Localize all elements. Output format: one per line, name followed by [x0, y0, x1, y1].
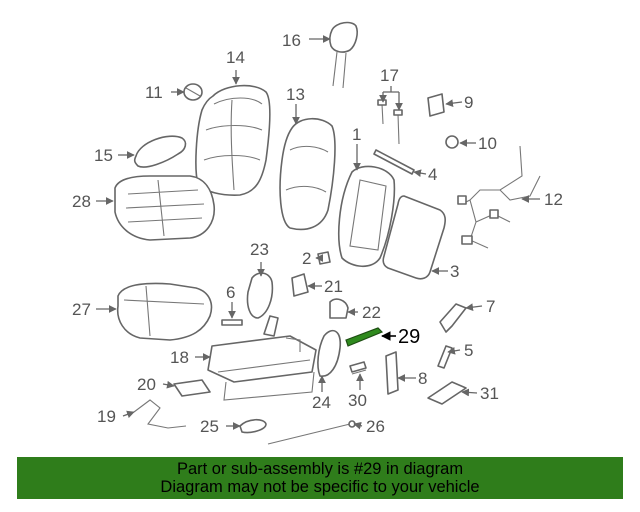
- part-4-trim-strip: [373, 149, 415, 175]
- callout-11: 11: [145, 83, 163, 102]
- part-20-bracket: [173, 379, 211, 397]
- part-22-cover: [329, 298, 349, 319]
- callout-12: 12: [544, 190, 563, 209]
- part-18-seat-frame: [207, 315, 317, 401]
- callout-21: 21: [324, 277, 343, 296]
- part-21-bracket: [291, 273, 309, 297]
- callout-18: 18: [170, 348, 189, 367]
- part-2-bracket: [317, 251, 331, 265]
- info-banner: Part or sub-assembly is #29 in diagram D…: [17, 457, 623, 499]
- callout-17: 17: [380, 66, 399, 85]
- part-28-cushion-cover: [114, 175, 215, 241]
- part-14-seat-back-cover: [195, 84, 271, 196]
- part-16-headrest: [329, 21, 358, 89]
- callout-23: 23: [250, 240, 269, 259]
- callout-29-highlighted[interactable]: 29: [398, 326, 420, 348]
- part-7-handle: [439, 303, 467, 333]
- callout-6: 6: [226, 283, 235, 302]
- part-19-wire: [133, 399, 187, 429]
- callout-26: 26: [366, 417, 385, 436]
- callout-4: 4: [428, 165, 437, 184]
- callout-20: 20: [137, 375, 156, 394]
- part-10-clip: [445, 135, 459, 149]
- callout-5: 5: [464, 341, 473, 360]
- part-31-cover: [427, 381, 467, 405]
- part-13-seat-back-pad: [279, 117, 336, 231]
- part-6-strip: [221, 319, 243, 326]
- callout-24: 24: [312, 393, 331, 412]
- part-11-knob: [183, 83, 203, 101]
- callout-28: 28: [72, 192, 91, 211]
- part-5-clip: [437, 345, 453, 369]
- callout-3: 3: [450, 262, 459, 281]
- part-15-armrest: [133, 135, 187, 168]
- callout-14: 14: [226, 48, 245, 67]
- leader-lines: [96, 35, 540, 430]
- part-8-side-cover: [385, 351, 399, 395]
- callout-25: 25: [200, 417, 219, 436]
- part-29-trim-highlighted[interactable]: [345, 327, 384, 347]
- callout-13: 13: [286, 85, 305, 104]
- callout-10: 10: [478, 134, 497, 153]
- callout-27: 27: [72, 300, 91, 319]
- part-26-rod: [267, 420, 356, 445]
- callout-19: 19: [97, 407, 116, 426]
- part-1-seat-back-frame: [338, 165, 396, 268]
- callout-22: 22: [362, 303, 381, 322]
- parts-diagram: 16 14 11 13 17 9 15 1 10 4 12 28 23 2 3 …: [72, 21, 563, 445]
- part-3-back-panel: [382, 195, 446, 280]
- part-9-cover: [427, 93, 445, 117]
- callout-7: 7: [486, 297, 495, 316]
- part-30-bracket: [349, 361, 367, 375]
- part-25-knob: [239, 418, 267, 434]
- part-27-cushion-pad: [116, 282, 213, 341]
- callout-30: 30: [348, 391, 367, 410]
- part-23-hinge-cover: [246, 272, 274, 319]
- callout-8: 8: [418, 369, 427, 388]
- banner-line-part-number: Part or sub-assembly is #29 in diagram: [176, 460, 464, 478]
- callout-15: 15: [94, 146, 113, 165]
- callout-16: 16: [282, 31, 301, 50]
- callout-2: 2: [302, 249, 311, 268]
- callout-9: 9: [464, 93, 473, 112]
- callout-31: 31: [480, 384, 499, 403]
- part-24-trim-cover: [317, 329, 342, 377]
- banner-line-disclaimer: Diagram may not be specific to your vehi…: [160, 478, 480, 496]
- part-12-wire-harness: [457, 145, 541, 249]
- callout-1: 1: [352, 125, 361, 144]
